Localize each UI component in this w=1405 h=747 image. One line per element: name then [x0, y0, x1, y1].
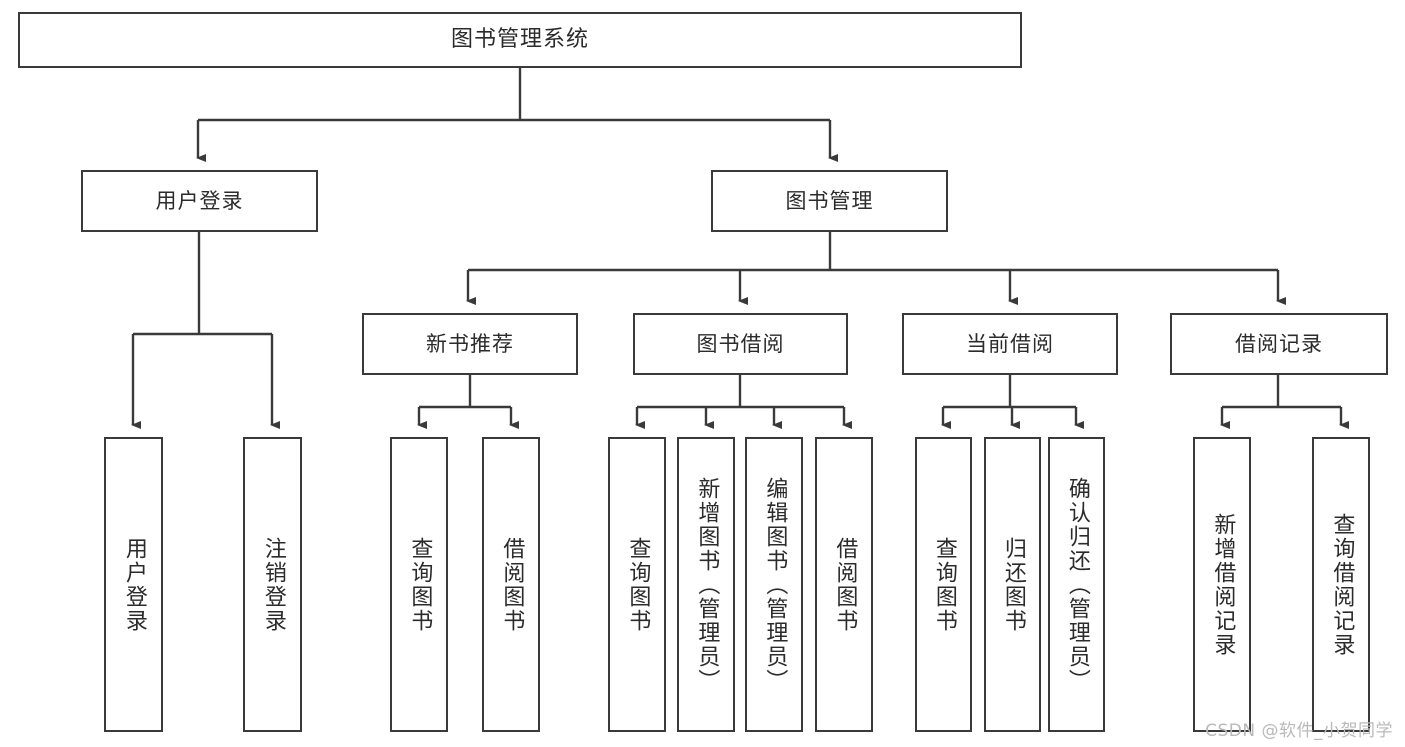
- node-user-login[interactable]: 用户登录: [81, 170, 318, 232]
- node-book-borrow[interactable]: 图书借阅: [633, 313, 848, 375]
- node-label: 归还图书: [1000, 536, 1026, 633]
- node-label: 用户登录: [155, 188, 244, 213]
- leaf-current-confirm-return-admin[interactable]: 确认归还（管理员）: [1048, 437, 1105, 732]
- node-root-system[interactable]: 图书管理系统: [18, 12, 1022, 68]
- node-label: 新增借阅记录: [1210, 512, 1236, 657]
- node-label: 查询图书: [407, 536, 433, 633]
- node-label: 新书推荐: [426, 331, 514, 356]
- node-label: 图书管理: [785, 188, 874, 213]
- leaf-current-query-book[interactable]: 查询图书: [915, 437, 972, 732]
- leaf-user-logout[interactable]: 注销登录: [243, 437, 302, 732]
- leaf-recommend-borrow-book[interactable]: 借阅图书: [482, 437, 540, 732]
- csdn-watermark: CSDN @软件_小贺同学: [1205, 721, 1393, 741]
- leaf-user-login[interactable]: 用户登录: [104, 437, 163, 732]
- node-label: 确认归还（管理员）: [1064, 476, 1090, 693]
- node-label: 图书管理系统: [450, 27, 589, 53]
- leaf-record-add-record[interactable]: 新增借阅记录: [1193, 437, 1251, 732]
- node-label: 查询借阅记录: [1329, 512, 1355, 657]
- node-label: 当前借阅: [966, 331, 1054, 356]
- leaf-borrow-borrow-book[interactable]: 借阅图书: [815, 437, 873, 732]
- leaf-current-return-book[interactable]: 归还图书: [984, 437, 1041, 732]
- node-label: 借阅图书: [499, 536, 525, 633]
- node-borrow-record[interactable]: 借阅记录: [1170, 313, 1388, 375]
- node-label: 注销登录: [260, 536, 286, 633]
- node-label: 图书借阅: [696, 331, 785, 356]
- node-label: 借阅图书: [832, 536, 858, 633]
- node-label: 查询图书: [625, 536, 651, 633]
- leaf-recommend-query-book[interactable]: 查询图书: [390, 437, 448, 732]
- leaf-borrow-query-book[interactable]: 查询图书: [608, 437, 666, 732]
- node-label: 借阅记录: [1235, 331, 1323, 356]
- node-current-borrow[interactable]: 当前借阅: [902, 313, 1118, 375]
- node-label: 编辑图书（管理员）: [762, 476, 788, 693]
- leaf-record-query-record[interactable]: 查询借阅记录: [1312, 437, 1370, 732]
- node-label: 新增图书（管理员）: [694, 476, 720, 693]
- node-book-management[interactable]: 图书管理: [711, 170, 948, 232]
- node-new-book-recommend[interactable]: 新书推荐: [362, 313, 578, 375]
- node-label: 用户登录: [121, 536, 147, 633]
- node-label: 查询图书: [931, 536, 957, 633]
- leaf-borrow-add-book-admin[interactable]: 新增图书（管理员）: [677, 437, 735, 732]
- leaf-borrow-edit-book-admin[interactable]: 编辑图书（管理员）: [745, 437, 803, 732]
